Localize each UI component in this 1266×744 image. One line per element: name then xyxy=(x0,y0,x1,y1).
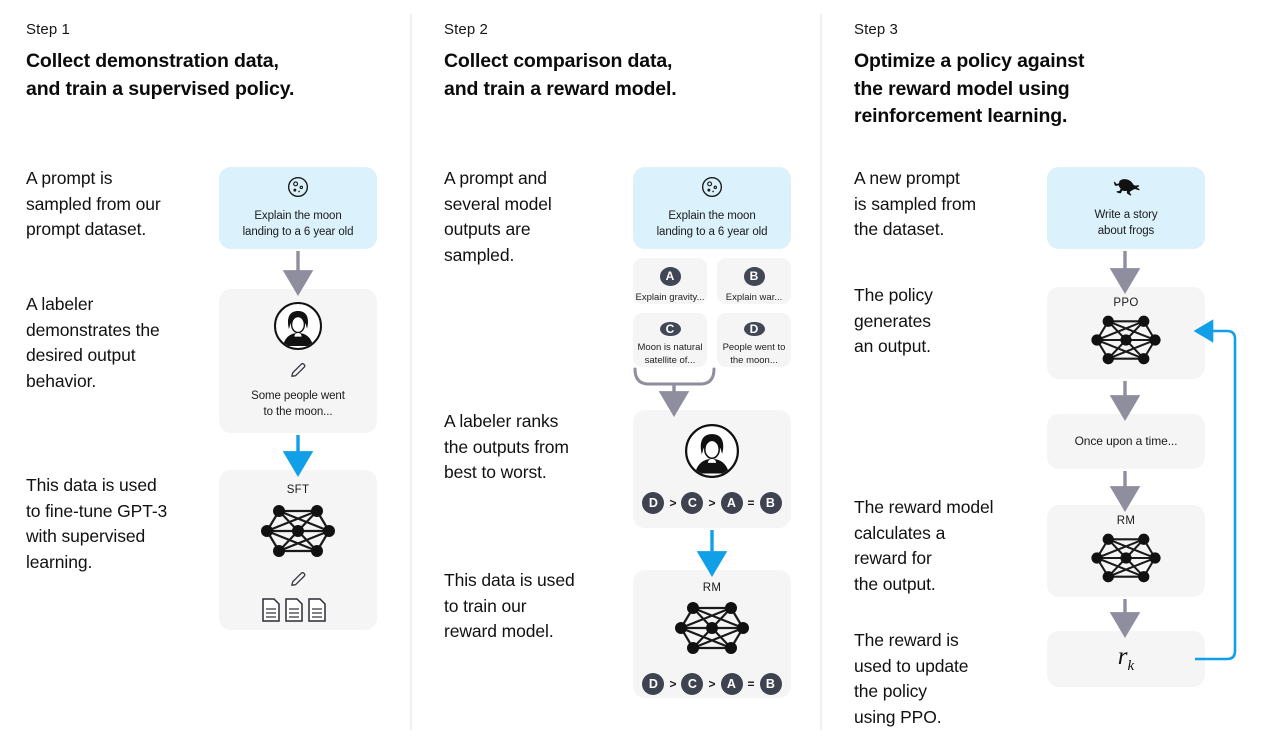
step-1-caption-1: A prompt is sampled from our prompt data… xyxy=(26,168,161,240)
option-text-d: People went to the moon... xyxy=(722,342,786,366)
neural-network-icon xyxy=(259,500,337,567)
step-2-label: Step 2 xyxy=(444,21,488,38)
step-2-caption-1: A prompt and several model outputs are s… xyxy=(444,168,552,265)
neural-network-icon xyxy=(673,597,751,664)
labeler-avatar-icon xyxy=(685,424,739,483)
rank-badge-4: B xyxy=(759,492,782,514)
step-1-model-title: SFT xyxy=(286,484,310,496)
option-text-b: Explain war... xyxy=(725,291,783,303)
neural-network-icon xyxy=(1089,529,1163,592)
option-badge-d: D xyxy=(743,322,765,337)
step-1-labeler-card[interactable]: Some people went to the moon... xyxy=(219,289,377,433)
step-1-title: Collect demonstration data, and train a … xyxy=(26,50,295,100)
step-3-prompt-text: Write a story about frogs xyxy=(1094,208,1158,237)
pencil-icon xyxy=(288,569,308,594)
column-divider-1 xyxy=(410,14,412,730)
rm-rank-badge-4: B xyxy=(759,673,782,695)
rm-rank-badge-1: D xyxy=(642,673,665,695)
option-text-c: Moon is natural satellite of... xyxy=(637,342,703,366)
step-3-caption-1: A new prompt is sampled from the dataset… xyxy=(854,168,977,240)
rank-badge-1: D xyxy=(642,492,665,514)
rank-badge-2: C xyxy=(681,492,704,514)
rank-operator-3: = xyxy=(747,496,755,510)
step-3-output-card[interactable]: Once upon a time... xyxy=(1047,414,1205,469)
step-1-labeler-text: Some people went to the moon... xyxy=(251,389,345,418)
option-card-a[interactable]: A Explain gravity... xyxy=(633,258,707,304)
column-divider-2 xyxy=(820,14,822,730)
rank-badge-3: A xyxy=(720,492,743,514)
rm-rank-operator-3: = xyxy=(747,677,755,691)
step-2-caption-3: This data is used to train our reward mo… xyxy=(444,570,575,642)
rm-rank-badge-2: C xyxy=(681,673,704,695)
step-1-label: Step 1 xyxy=(26,21,70,38)
step-2-title: Collect comparison data, and train a rew… xyxy=(444,50,677,100)
step-3-output-text: Once upon a time... xyxy=(1074,434,1178,449)
step-2-caption-2: A labeler ranks the outputs from best to… xyxy=(444,411,569,483)
rank-operator-1: > xyxy=(669,496,677,510)
reward-value: rk xyxy=(1118,643,1134,675)
step-3-reward-card[interactable]: RM xyxy=(1047,505,1205,597)
rm-rank-badge-3: A xyxy=(720,673,743,695)
rm-rank-operator-2: > xyxy=(708,677,716,691)
step-2-model-card[interactable]: RM xyxy=(633,570,791,698)
option-text-a: Explain gravity... xyxy=(635,291,705,303)
labeler-avatar-icon xyxy=(274,301,322,355)
rm-rank-operator-1: > xyxy=(669,677,677,691)
step-3-reward-title: RM xyxy=(1116,515,1136,527)
neural-network-icon xyxy=(1089,311,1163,374)
frog-icon xyxy=(1111,177,1141,202)
step-3-prompt-card[interactable]: Write a story about frogs xyxy=(1047,167,1205,249)
option-badge-a: A xyxy=(659,267,681,286)
step-1-prompt-card[interactable]: Explain the moon landing to a 6 year old xyxy=(219,167,377,249)
step-2-rm-ranking-row: D > C > A = B xyxy=(642,673,782,695)
option-card-b[interactable]: B Explain war... xyxy=(717,258,791,304)
step-2-labeler-card[interactable]: D > C > A = B xyxy=(633,410,791,528)
step-3-title: Optimize a policy against the reward mod… xyxy=(854,50,1085,128)
step-1-caption-3: This data is used to fine-tune GPT-3 wit… xyxy=(26,475,168,572)
step-3-caption-2: The policy generates an output. xyxy=(854,285,933,357)
moon-icon xyxy=(287,176,309,203)
step-3-caption-4: The reward is used to update the policy … xyxy=(854,630,969,727)
step-3-column: Step 3 Optimize a policy against the rew… xyxy=(822,0,1266,744)
step-1-model-card[interactable]: SFT xyxy=(219,470,377,630)
step-1-column: Step 1 Collect demonstration data, and t… xyxy=(0,0,410,744)
option-card-c[interactable]: C Moon is natural satellite of... xyxy=(633,313,707,367)
step-1-prompt-text: Explain the moon landing to a 6 year old xyxy=(242,209,354,238)
pencil-icon xyxy=(288,360,308,385)
step-2-prompt-card[interactable]: Explain the moon landing to a 6 year old xyxy=(633,167,791,249)
moon-icon xyxy=(701,176,723,203)
step-3-label: Step 3 xyxy=(854,21,898,38)
option-badge-b: B xyxy=(743,267,765,286)
step-3-caption-3: The reward model calculates a reward for… xyxy=(854,497,994,594)
reward-subscript: k xyxy=(1127,658,1135,674)
option-card-d[interactable]: D People went to the moon... xyxy=(717,313,791,367)
step-3-policy-title: PPO xyxy=(1113,297,1139,309)
step-1-caption-2: A labeler demonstrates the desired outpu… xyxy=(26,294,160,391)
step-3-policy-card[interactable]: PPO xyxy=(1047,287,1205,379)
reward-symbol: r xyxy=(1117,643,1128,670)
step-3-reward-value-card[interactable]: rk xyxy=(1047,631,1205,687)
step-2-column: Step 2 Collect comparison data, and trai… xyxy=(412,0,820,744)
documents-icon xyxy=(261,597,335,628)
step-2-prompt-text: Explain the moon landing to a 6 year old xyxy=(656,209,768,238)
step-2-model-title: RM xyxy=(702,582,722,594)
rank-operator-2: > xyxy=(708,496,716,510)
step-2-ranking-row: D > C > A = B xyxy=(642,492,782,514)
option-badge-c: C xyxy=(659,322,681,337)
